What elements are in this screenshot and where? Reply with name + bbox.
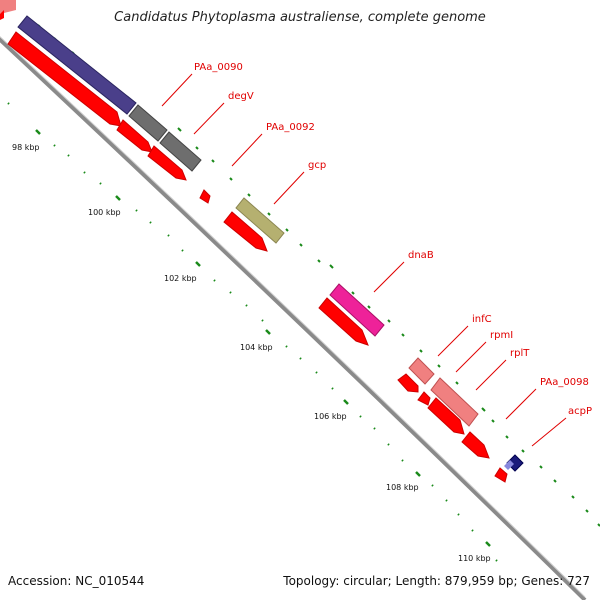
cds-arrow-infC <box>397 373 419 393</box>
feature-block-pink-infC <box>408 357 435 385</box>
genome-summary-text: Topology: circular; Length: 879,959 bp; … <box>283 574 590 588</box>
gene-label-rpmI: rpmI <box>490 330 513 341</box>
gene-label-PAa-0098: PAa_0098 <box>540 377 589 388</box>
tick-label-100: 100 kbp <box>88 208 121 217</box>
genome-backbone-highlight <box>0 35 586 598</box>
gene-label-rplT: rplT <box>510 348 530 359</box>
cds-arrow-rplT <box>427 397 465 435</box>
gene-label-gcp: gcp <box>308 160 326 171</box>
feature-block-grey-1 <box>128 104 168 142</box>
genome-backbone <box>0 36 587 600</box>
tick-label-98: 98 kbp <box>12 143 40 152</box>
ruler-major-ticks <box>35 129 491 547</box>
cds-arrow-2 <box>116 119 153 153</box>
feature-block-purple <box>17 15 137 115</box>
gene-label-PAa-0092: PAa_0092 <box>266 122 315 133</box>
feature-block-lightblue <box>504 460 514 470</box>
tick-label-110: 110 kbp <box>458 554 491 563</box>
cds-arrow-dnaB <box>318 297 369 346</box>
feature-block-olive <box>235 197 285 244</box>
gene-label-PAa-0090: PAa_0090 <box>194 62 243 73</box>
tick-label-108: 108 kbp <box>386 483 419 492</box>
accession-text: Accession: NC_010544 <box>8 574 145 588</box>
cds-arrow-rpmI <box>417 391 431 406</box>
gene-callout-lines <box>161 73 567 447</box>
gene-label-infC: infC <box>472 314 492 325</box>
cds-arrow-small <box>199 189 211 204</box>
tick-label-106: 106 kbp <box>314 412 347 421</box>
gene-block-red-edge <box>0 10 4 20</box>
cds-arrow-gcp <box>223 211 268 252</box>
cds-arrow-PAa-0098 <box>461 431 490 459</box>
cds-arrow-1 <box>7 31 122 127</box>
tick-label-102: 102 kbp <box>164 274 197 283</box>
gene-label-acpP: acpP <box>568 406 592 417</box>
cds-arrow-3 <box>147 145 187 181</box>
cds-arrow-acpP <box>494 467 508 483</box>
ruler-minor-ticks <box>7 102 498 562</box>
gene-label-degV: degV <box>228 91 254 102</box>
gene-label-dnaB: dnaB <box>408 250 434 261</box>
feature-block-grey-2 <box>159 131 202 172</box>
tick-label-104: 104 kbp <box>240 343 273 352</box>
map-title: Candidatus Phytoplasma australiense, com… <box>114 10 486 25</box>
feature-block-pink-rplT <box>430 377 479 427</box>
feature-block-magenta <box>329 283 385 337</box>
